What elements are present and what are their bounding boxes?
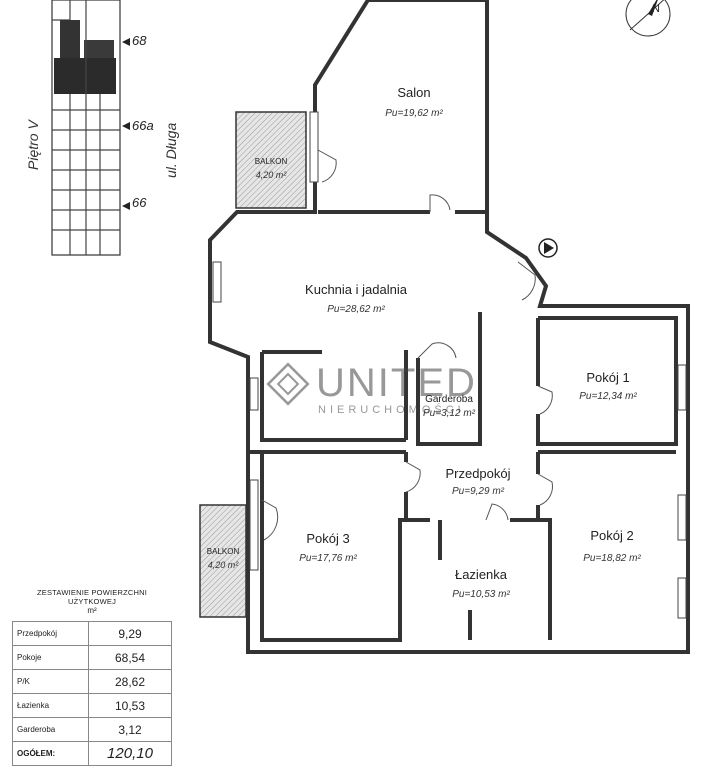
- walls: [208, 0, 690, 654]
- room-name: BALKON: [207, 547, 240, 556]
- room-salon: Salon Pu=19,62 m²: [385, 85, 443, 119]
- watermark-sub: NIERUCHOMOŚCI: [318, 403, 465, 416]
- room-area: 4,20 m²: [256, 170, 288, 180]
- street-label: ul. Długa: [163, 123, 179, 178]
- balcony-2: [199, 504, 247, 618]
- doors: [261, 149, 553, 541]
- windows: [212, 111, 687, 619]
- room-area: Pu=12,34 m²: [579, 391, 637, 402]
- room-name: Salon: [397, 85, 430, 100]
- total-row: OGÓŁEM:120,10: [12, 741, 172, 766]
- room-przedpokoj: Przedpokój Pu=9,29 m²: [445, 466, 510, 497]
- entrance-icon: [538, 238, 558, 258]
- row-value: 10,53: [88, 693, 172, 718]
- room-area: 4,20 m²: [208, 560, 240, 570]
- floor-label: Piętro V: [25, 119, 41, 170]
- room-pokoj-2: Pokój 2 Pu=18,82 m²: [583, 528, 641, 564]
- row-label: Garderoba: [12, 717, 89, 742]
- building-number-68: 68: [132, 33, 147, 48]
- building-key-plan: 68 66a 66 Piętro V ul. Długa: [25, 0, 179, 256]
- row-label: Pokoje: [12, 645, 89, 670]
- summary-unit: m²: [87, 606, 97, 615]
- room-area: Pu=17,76 m²: [299, 553, 357, 564]
- total-label: OGÓŁEM:: [12, 741, 89, 766]
- room-balkon-1: BALKON 4,20 m²: [255, 157, 288, 180]
- room-area: Pu=9,29 m²: [452, 486, 505, 497]
- watermark-brand: UNITED: [316, 361, 477, 405]
- row-value: 28,62: [88, 669, 172, 694]
- room-name: Pokój 3: [306, 531, 349, 546]
- room-area: Pu=18,82 m²: [583, 553, 641, 564]
- balcony-1: [235, 111, 307, 209]
- room-area: Pu=19,62 m²: [385, 108, 443, 119]
- building-number-66: 66: [132, 195, 147, 210]
- total-value: 120,10: [88, 741, 172, 766]
- summary-title: ZESTAWIENIE POWIERZCHNI UŻYTKOWEJ: [36, 588, 148, 606]
- row-value: 3,12: [88, 717, 172, 742]
- watermark: UNITED NIERUCHOMOŚCI: [266, 361, 477, 416]
- row-label: Przedpokój: [12, 621, 89, 646]
- room-name: Pokój 1: [586, 370, 629, 385]
- room-name: Pokój 2: [590, 528, 633, 543]
- row-value: 68,54: [88, 645, 172, 670]
- room-garderoba: Garderoba Pu=3,12 m²: [423, 394, 476, 419]
- area-summary: ZESTAWIENIE POWIERZCHNI UŻYTKOWEJ m² Prz…: [12, 588, 172, 766]
- room-kuchnia: Kuchnia i jadalnia Pu=28,62 m²: [305, 282, 408, 315]
- room-name: Łazienka: [455, 567, 508, 582]
- room-lazienka: Łazienka Pu=10,53 m²: [452, 567, 510, 600]
- room-balkon-2: BALKON 4,20 m²: [207, 547, 240, 570]
- room-pokoj-3: Pokój 3 Pu=17,76 m²: [299, 531, 357, 564]
- compass-label: N: [652, 3, 660, 15]
- row-label: Łazienka: [12, 693, 89, 718]
- building-number-66a: 66a: [132, 118, 154, 133]
- room-name: Garderoba: [425, 394, 473, 405]
- row-value: 9,29: [88, 621, 172, 646]
- room-name: Przedpokój: [445, 466, 510, 481]
- room-area: Pu=3,12 m²: [423, 408, 476, 419]
- room-pokoj-1: Pokój 1 Pu=12,34 m²: [579, 370, 637, 402]
- row-label: P/K: [12, 669, 89, 694]
- compass-icon: N: [625, 0, 671, 37]
- room-area: Pu=28,62 m²: [327, 304, 385, 315]
- room-name: Kuchnia i jadalnia: [305, 282, 408, 297]
- room-name: BALKON: [255, 157, 288, 166]
- room-area: Pu=10,53 m²: [452, 589, 510, 600]
